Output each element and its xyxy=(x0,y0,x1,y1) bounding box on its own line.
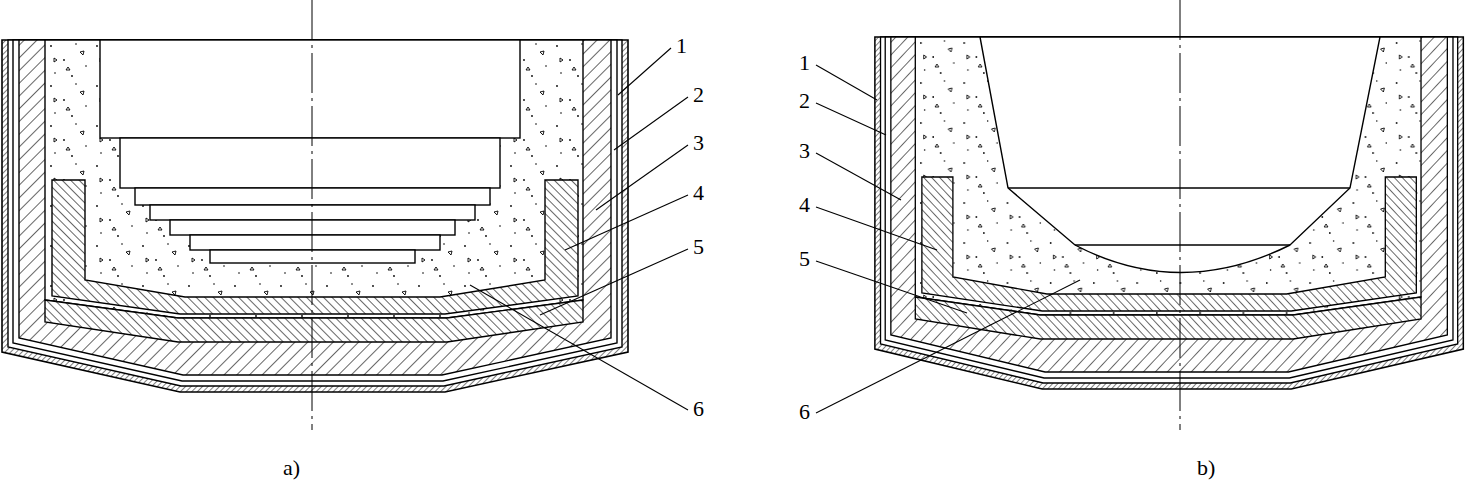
leader-line xyxy=(565,195,688,250)
former-step xyxy=(190,235,440,250)
callout-number: 1 xyxy=(676,33,687,59)
figure-b xyxy=(875,0,1463,430)
leader-line xyxy=(816,261,967,313)
leader-line xyxy=(614,97,688,150)
callout-number: 6 xyxy=(693,396,704,422)
figure-a xyxy=(2,0,628,430)
leader-line xyxy=(596,145,688,210)
callout-number: 6 xyxy=(799,399,810,425)
leader-lines xyxy=(470,48,1080,413)
lining-b xyxy=(875,37,1463,389)
figure-label: b) xyxy=(1197,455,1215,481)
callout-number: 2 xyxy=(799,88,810,114)
leader-line xyxy=(816,207,937,250)
callout-number: 4 xyxy=(693,180,704,206)
leader-line xyxy=(816,65,877,100)
figure-label: a) xyxy=(283,455,300,481)
lining-a xyxy=(2,40,628,392)
center-line xyxy=(1180,0,1181,430)
cavity-line xyxy=(1008,187,1350,188)
callout-number: 3 xyxy=(693,130,704,156)
leader-line xyxy=(816,103,886,135)
callout-number: 1 xyxy=(799,50,810,76)
stepped-former xyxy=(100,40,520,263)
callout-number: 3 xyxy=(799,138,810,164)
callout-number: 4 xyxy=(799,192,810,218)
leader-line xyxy=(540,249,688,315)
leader-line xyxy=(816,280,1080,413)
callout-number: 5 xyxy=(799,246,810,272)
leader-line xyxy=(618,48,671,95)
leader-line xyxy=(470,285,688,410)
cavity-line xyxy=(1075,244,1290,245)
callout-number: 2 xyxy=(693,82,704,108)
former-step xyxy=(100,40,520,138)
center-line xyxy=(312,0,313,430)
former-step xyxy=(120,138,500,188)
leader-line xyxy=(816,153,901,200)
callout-number: 5 xyxy=(693,234,704,260)
